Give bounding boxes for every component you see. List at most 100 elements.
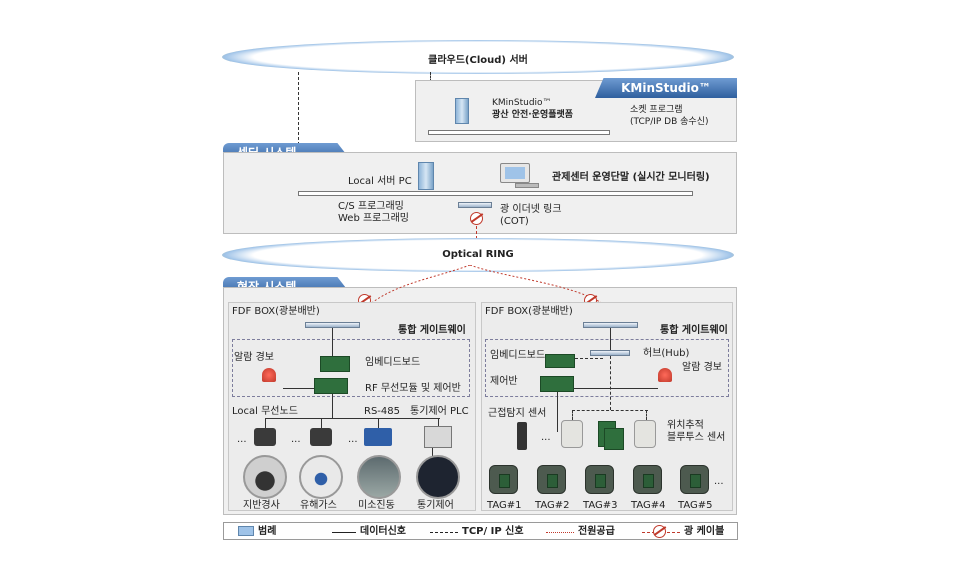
tag-label-5: TAG#5 [678,500,713,511]
terminal-icon [500,163,530,183]
field-optical-cables [354,265,621,321]
legend-title: 범례 [258,526,277,537]
left-gateway-down-link [332,394,333,418]
left-bus-drop-2 [321,418,322,428]
sensor-label-4: 통기제어 [417,500,454,511]
left-embedded-board-icon [320,356,350,372]
tag-label-4: TAG#4 [631,500,666,511]
socket-title: 소켓 프로그램 [630,105,683,115]
legend-tcpip-label: TCP/ IP 신호 [462,526,524,537]
legend: 범례 데이터신호 TCP/ IP 신호 전원공급 광 케이블 [223,522,738,540]
tag-icon-3 [585,465,614,494]
ground-tilt-sensor-photo [243,455,287,499]
bt-sensor-icon-2 [634,420,656,448]
left-dots-2: ... [291,434,301,445]
hub-label: 허브(Hub) [643,348,690,359]
plc-icon [424,426,452,448]
center-optical-cable-icon [470,212,483,225]
tag-icon-5 [680,465,709,494]
left-gateway-label: 통합 게이트웨이 [398,325,466,336]
platform-title: KMinStudio™ [492,98,552,108]
kmin-network-bar [428,130,610,135]
sensor-label-2: 유해가스 [300,500,337,511]
rs485-module-icon [364,428,392,446]
left-plc-label: 통기제어 PLC [410,406,469,417]
center-network-bar [298,191,693,196]
ethernet-line2: (COT) [500,216,529,227]
left-node-bus [265,418,440,419]
right-dots-1: ... [541,432,551,443]
right-fdf-label: FDF BOX(광분배반) [485,306,573,317]
tag-label-1: TAG#1 [487,500,522,511]
right-gateway-box [485,339,729,397]
control-panel-icon [540,376,574,392]
left-alarm-icon [262,368,276,382]
tag-label-2: TAG#2 [535,500,570,511]
proximity-label: 근접탐지 센서 [488,408,547,419]
tag-label-3: TAG#3 [583,500,618,511]
control-label: 제어반 [490,376,518,387]
left-local-node-label: Local 무선노드 [232,406,298,417]
left-bus-drop-3 [378,418,379,428]
optical-ring-label: Optical RING [442,249,514,260]
left-bus-drop-4 [438,418,439,428]
legend-optical-icon [653,525,666,538]
left-dots-1: ... [237,434,247,445]
cloud-ring: 클라우드(Cloud) 서버 [222,40,734,74]
right-alarm-label: 알람 경보 [682,362,722,373]
left-fdf-switch-icon [305,322,360,328]
right-fdf-link [610,328,611,350]
right-fdf-switch-icon [583,322,638,328]
cloud-kmin-link [430,72,431,82]
right-gateway-label: 통합 게이트웨이 [660,325,728,336]
wireless-node-icon-2 [310,428,332,446]
tag-icon-1 [489,465,518,494]
legend-tcpip-line [430,532,458,533]
hub-down-link [610,356,611,410]
sensor-label-1: 지반경사 [243,500,280,511]
center-ethernet-switch-icon [458,202,492,208]
sensor-label-3: 미소진동 [358,500,395,511]
bt-label-2: 블루투스 센서 [667,432,726,443]
terminal-screen [505,167,525,179]
right-embedded-board-icon [545,354,575,368]
local-pc-label: Local 서버 PC [348,176,412,187]
platform-server-icon [455,98,469,124]
right-dots-2: ... [714,476,724,487]
socket-subtitle: (TCP/IP DB 송수신) [630,117,709,127]
left-embedded-label: 임베디드보드 [365,357,421,368]
bt-drop-2 [646,410,647,420]
legend-book-icon [238,526,254,536]
tag-icon-2 [537,465,566,494]
ventilation-control-photo [416,455,460,499]
right-alarm-link [574,388,658,389]
cloud-center-link [298,72,299,150]
proximity-sensor-icon [517,422,527,450]
bt-board-icon-2 [604,428,624,450]
left-fdf-link [332,328,333,356]
kmin-tab: KMinStudio™ [595,78,737,98]
left-rs485-label: RS-485 [364,406,400,417]
bt-bus [572,410,648,411]
micro-vibration-photo [357,455,401,499]
plc-wires [432,448,433,458]
bt-sensor-icon-1 [561,420,583,448]
ethernet-line1: 광 이더넷 링크 [500,204,562,215]
right-alarm-icon [658,368,672,382]
legend-power-label: 전원공급 [578,526,615,537]
legend-optical-label: 광 케이블 [684,526,725,537]
left-fdf-label: FDF BOX(광분배반) [232,306,320,317]
legend-data-line [332,532,356,533]
legend-data-label: 데이터신호 [360,526,406,537]
cloud-label: 클라우드(Cloud) 서버 [428,55,528,66]
program-line2: Web 프로그래밍 [338,213,409,224]
bt-label-1: 위치추적 [667,420,704,431]
control-down-link [557,392,558,432]
center-to-ring-link [476,226,477,244]
legend-power-line [546,532,574,533]
right-embedded-label: 임베디드보드 [490,350,546,361]
platform-subtitle: 광산 안전·운영플랫폼 [492,110,574,120]
optical-ring: Optical RING [222,238,734,272]
wireless-node-icon-1 [254,428,276,446]
program-line1: C/S 프로그래밍 [338,201,404,212]
